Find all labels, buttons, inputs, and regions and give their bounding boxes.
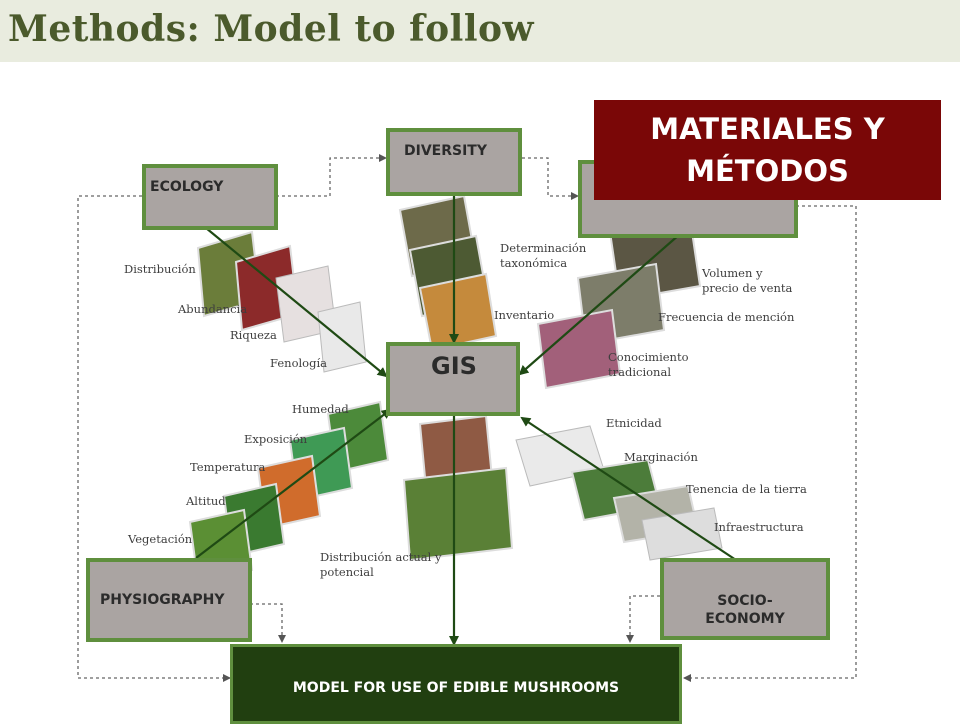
label-fenologia: Fenología xyxy=(270,356,327,370)
thumb-fenologia xyxy=(317,301,367,373)
page-title: Methods: Model to follow xyxy=(8,8,535,50)
label-tenencia: Tenencia de la tierra xyxy=(686,482,807,496)
socio-economy-label: SOCIO- ECONOMY xyxy=(705,593,785,627)
dashed-socio-model xyxy=(683,205,857,682)
arrow-socio-gis xyxy=(518,233,681,376)
label-volumen: Volumen y precio de venta xyxy=(702,266,793,295)
diversity-label: DIVERSITY xyxy=(404,143,487,159)
label-infraestructura: Infraestructura xyxy=(714,520,804,534)
diversity-box: DIVERSITY xyxy=(386,128,522,196)
dashed-connectors xyxy=(77,154,857,682)
thumb-infraestructura xyxy=(641,507,723,561)
thumb-potencial xyxy=(402,466,514,562)
dashed-physio-model xyxy=(250,603,286,643)
socio-top-thumbnails xyxy=(536,216,702,390)
socio-bottom-thumbnails xyxy=(515,425,723,561)
dashed-ecology-model xyxy=(77,195,231,682)
label-marginacion: Marginación xyxy=(624,450,698,464)
label-etnicidad: Etnicidad xyxy=(606,416,662,430)
label-inventario: Inventario xyxy=(494,308,555,322)
thumb-inventario xyxy=(418,272,498,352)
gis-label: GIS xyxy=(431,352,477,380)
main-arrows xyxy=(195,196,737,646)
arrow-physio-gis xyxy=(195,408,392,559)
materiales-metodos-banner: MATERIALES Y MÉTODOS xyxy=(594,100,941,200)
socio-economy-box: SOCIO- ECONOMY xyxy=(660,558,830,640)
label-distribucion: Distribución xyxy=(124,262,196,276)
label-riqueza: Riqueza xyxy=(230,328,277,342)
ecology-box: ECOLOGY xyxy=(142,164,278,230)
label-determinacion: Determinación taxonómica xyxy=(500,241,587,270)
model-box: MODEL FOR USE OF EDIBLE MUSHROOMS xyxy=(230,644,682,724)
physiography-box: PHYSIOGRAPHY xyxy=(86,558,252,642)
gis-box: GIS xyxy=(386,342,520,416)
label-humedad: Humedad xyxy=(292,402,349,416)
title-bar xyxy=(0,0,960,62)
physiography-label: PHYSIOGRAPHY xyxy=(100,592,225,608)
dashed-socio2-model xyxy=(626,595,660,643)
arrow-socio2-gis xyxy=(520,416,737,561)
ecology-label: ECOLOGY xyxy=(150,179,224,195)
label-exposicion: Exposición xyxy=(244,432,308,446)
model-label: MODEL FOR USE OF EDIBLE MUSHROOMS xyxy=(292,680,620,696)
gis-thumbnails xyxy=(402,414,514,562)
label-altitud: Altitud xyxy=(186,494,226,508)
materiales-metodos-label: MATERIALES Y MÉTODOS xyxy=(650,112,885,188)
dashed-diversity-socio xyxy=(515,154,579,200)
label-distribucion-actual: Distribución actual y potencial xyxy=(320,550,442,579)
arrow-ecology-gis xyxy=(205,227,388,378)
label-vegetacion: Vegetación xyxy=(128,532,193,546)
label-conocimiento: Conocimiento tradicional xyxy=(608,350,689,379)
dashed-ecology-diversity xyxy=(269,154,387,200)
label-temperatura: Temperatura xyxy=(190,460,266,474)
label-abundancia: Abundancia xyxy=(178,302,248,316)
ecology-thumbnails xyxy=(196,230,367,373)
label-frecuencia: Frecuencia de mención xyxy=(658,310,795,324)
diversity-thumbnails xyxy=(398,194,498,352)
